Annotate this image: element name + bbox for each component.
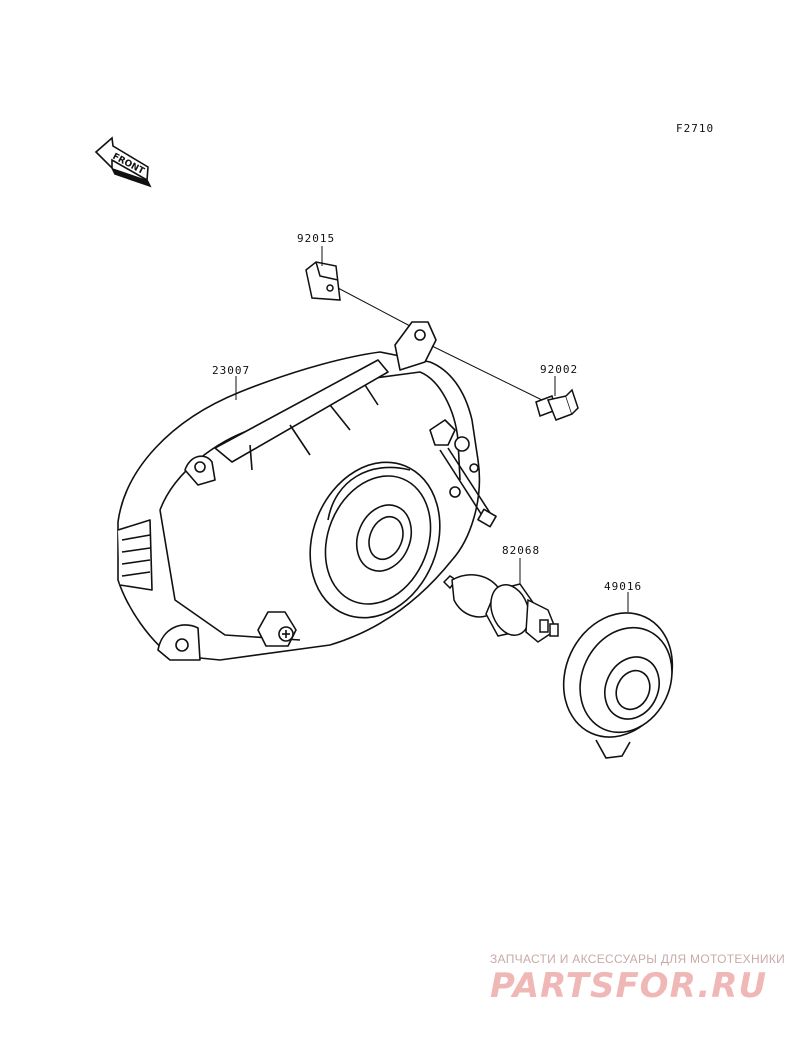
part-label-82068: 82068 <box>502 544 541 557</box>
front-arrow-icon: FRONT <box>94 136 152 188</box>
headlight-housing <box>117 321 497 661</box>
part-label-92002: 92002 <box>540 363 579 376</box>
bulb <box>442 574 559 643</box>
part-label-23007: 23007 <box>212 364 251 377</box>
figure-code: F2710 <box>676 122 715 135</box>
bolt <box>535 388 579 421</box>
clip-nut <box>305 261 341 301</box>
watermark-logo: PARTSFOR.RU <box>490 966 768 1006</box>
part-label-92015: 92015 <box>297 232 336 245</box>
watermark-tagline: ЗАПЧАСТИ И АКСЕССУАРЫ ДЛЯ МОТОТЕХНИКИ <box>490 952 786 966</box>
part-label-49016: 49016 <box>604 580 643 593</box>
bulb-cover <box>562 612 674 759</box>
leader-lines <box>235 246 629 612</box>
